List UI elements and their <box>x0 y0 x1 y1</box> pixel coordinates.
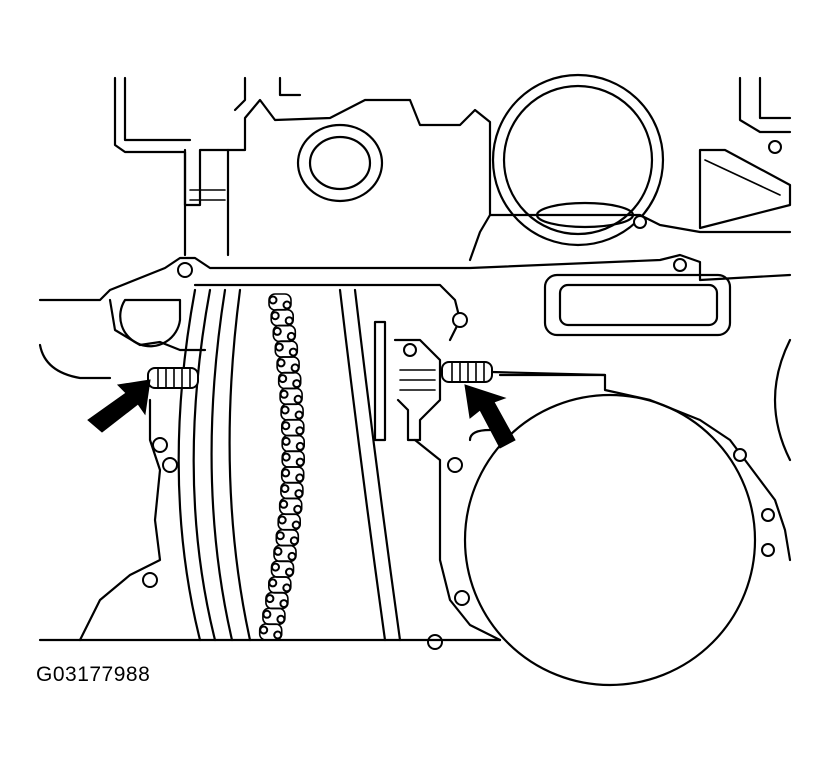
chain-link-pin <box>265 594 275 604</box>
chain-link-pin <box>268 295 278 305</box>
chain-link-pin <box>270 311 280 321</box>
chain-link-pin <box>278 374 288 384</box>
chain-link-pin <box>281 421 291 431</box>
chain-link-pin <box>275 531 285 541</box>
cam-bore-ring <box>296 73 665 247</box>
right-callout-arrow <box>464 384 516 449</box>
figure-id-label: G03177988 <box>36 663 151 686</box>
chain-link-pin <box>272 326 282 336</box>
chain-link-pin <box>277 515 287 525</box>
left-callout-arrow <box>87 379 151 433</box>
chain-link-pin <box>281 452 291 462</box>
chain-link-pin <box>259 625 269 635</box>
chain-link-pin <box>279 389 289 399</box>
stud-leader-line <box>490 370 607 377</box>
gasket-window <box>543 273 732 337</box>
chain-tensioner <box>373 320 442 442</box>
chain-link-pin <box>268 578 278 588</box>
front-cover-outline <box>38 140 792 687</box>
upper-gasket <box>38 253 792 352</box>
chain-link-pin <box>281 468 291 478</box>
chain-link-pin <box>274 342 284 352</box>
chain-guide <box>177 288 402 642</box>
chain-link-pin <box>276 358 286 368</box>
left-stud <box>147 367 199 389</box>
chain-link-pin <box>271 562 280 572</box>
chain-link-pin <box>280 405 290 415</box>
timing-chain <box>258 293 306 641</box>
oil-pipe <box>183 148 230 257</box>
cylinder-head-outline <box>113 76 792 262</box>
right-stud <box>441 361 493 383</box>
chain-link-pin <box>262 609 272 619</box>
chain-link-pin <box>280 484 290 494</box>
chain-link-pin <box>273 546 283 556</box>
chain-link-pin <box>281 436 291 446</box>
chain-link-pin <box>279 499 289 509</box>
